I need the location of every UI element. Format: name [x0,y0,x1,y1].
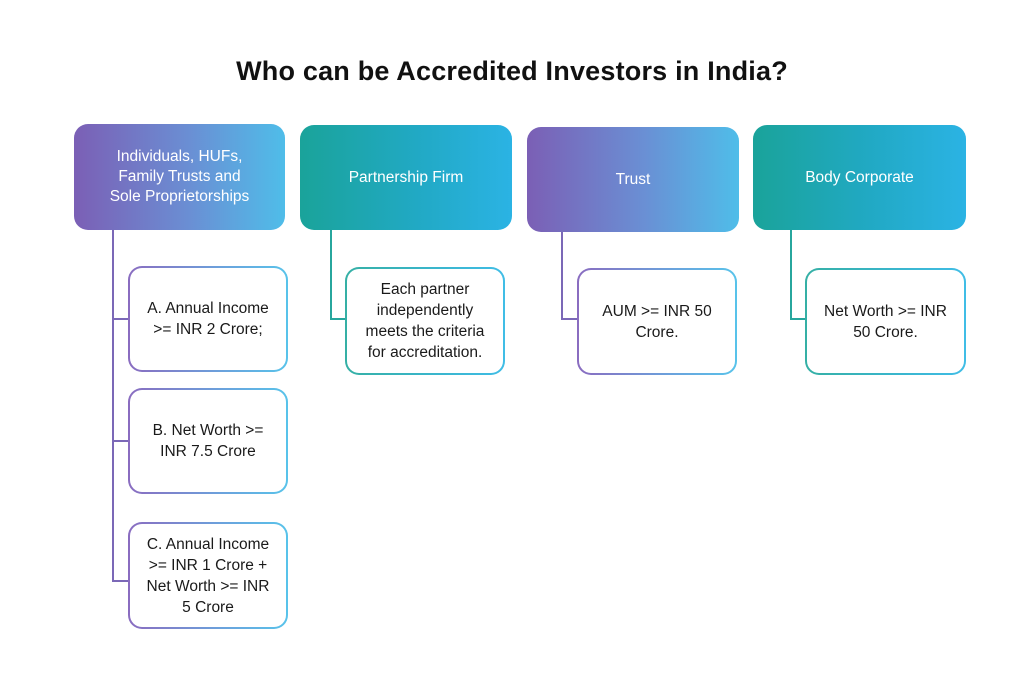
criteria-card-body-corporate: Net Worth >= INR 50 Crore. [805,268,966,375]
header-partnership-firm: Partnership Firm [300,125,512,230]
header-trust: Trust [527,127,739,232]
diagram-title: Who can be Accredited Investors in India… [236,56,788,86]
header-body-corporate: Body Corporate [753,125,966,230]
header-individuals: Individuals, HUFs, Family Trusts and Sol… [74,124,285,230]
connector-trust-card [561,318,579,320]
connector-individuals-vertical [112,230,114,582]
connector-body-corporate-vertical [790,230,792,320]
connector-individuals-b [112,440,130,442]
criteria-card-individuals-c: C. Annual Income >= INR 1 Crore + Net Wo… [128,522,288,629]
connector-individuals-c [112,580,130,582]
criteria-card-individuals-a: A. Annual Income >= INR 2 Crore; [128,266,288,372]
criteria-card-individuals-b: B. Net Worth >= INR 7.5 Crore [128,388,288,494]
connector-individuals-a [112,318,130,320]
connector-partnership-card [330,318,348,320]
connector-body-corporate-card [790,318,808,320]
connector-partnership-vertical [330,230,332,320]
connector-trust-vertical [561,232,563,320]
criteria-card-partnership: Each partner independently meets the cri… [345,267,505,375]
criteria-card-trust: AUM >= INR 50 Crore. [577,268,737,375]
